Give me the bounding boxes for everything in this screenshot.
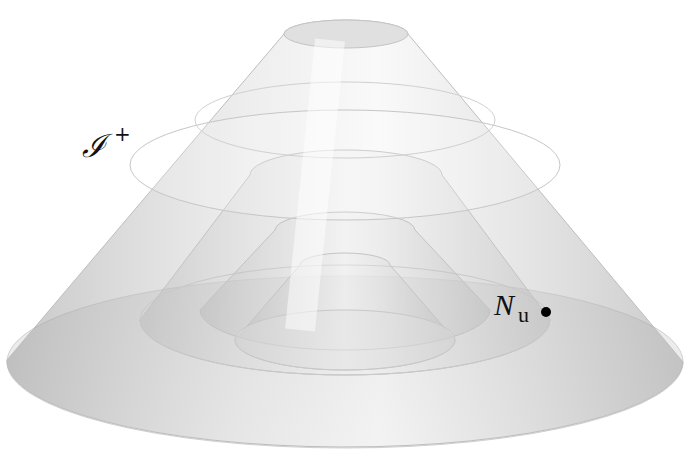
null-surface-label: N	[494, 290, 514, 320]
subscript-u: u	[518, 304, 529, 326]
scri-label: ℐ	[82, 130, 106, 162]
point-dot	[541, 307, 551, 317]
superscript-plus: +	[114, 124, 131, 144]
